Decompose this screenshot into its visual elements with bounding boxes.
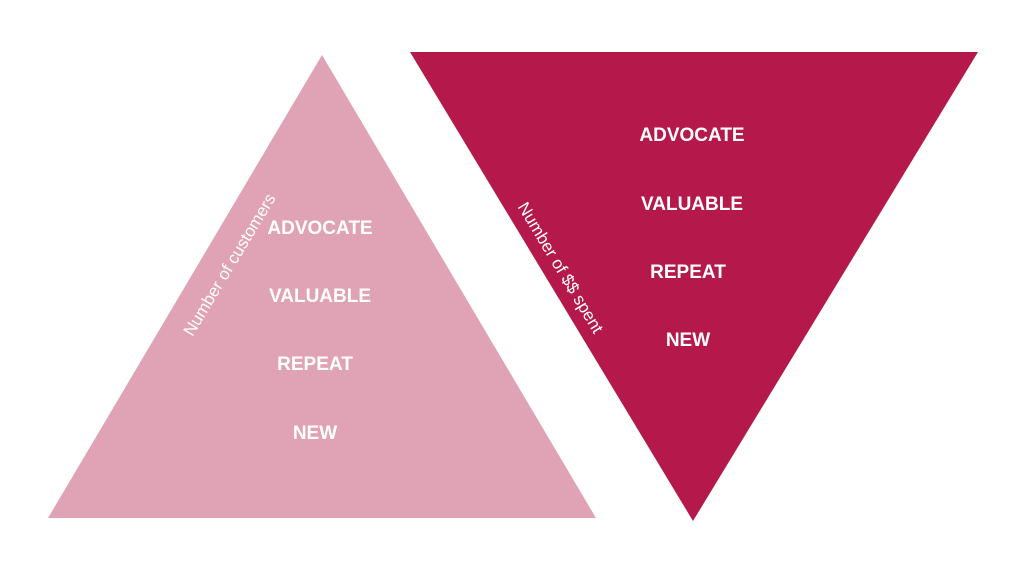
customer-level-repeat: REPEAT — [277, 354, 353, 375]
customer-count-pyramid — [48, 55, 596, 518]
spend-level-advocate: ADVOCATE — [639, 125, 745, 146]
customer-level-valuable: VALUABLE — [268, 286, 372, 307]
customer-level-new: NEW — [292, 423, 338, 444]
spend-level-valuable: VALUABLE — [640, 194, 744, 215]
customer-level-advocate: ADVOCATE — [267, 218, 373, 239]
spend-level-new: NEW — [665, 330, 711, 351]
spend-inverted-pyramid — [410, 52, 978, 521]
spend-level-repeat: REPEAT — [650, 262, 726, 283]
